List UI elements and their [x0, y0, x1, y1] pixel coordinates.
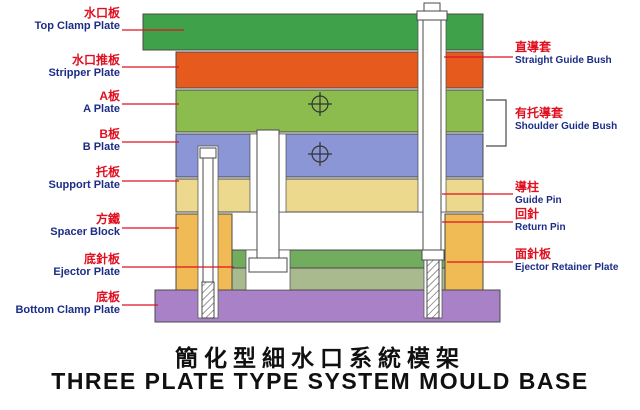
- label-en: Bottom Clamp Plate: [15, 304, 120, 316]
- label-en: Spacer Block: [50, 226, 120, 238]
- label-zh: A板: [99, 89, 120, 103]
- label-spacer-block: 方鐵 Spacer Block: [0, 212, 120, 239]
- support-pillar-shaft: [256, 129, 280, 261]
- label-b-plate: B板 B Plate: [0, 127, 120, 154]
- crosshair-symbols: [308, 92, 332, 166]
- leader-lines: [122, 29, 513, 306]
- pins-group: [199, 2, 448, 319]
- title-english: THREE PLATE TYPE SYSTEM MOULD BASE: [51, 368, 589, 394]
- label-zh: 底針板: [83, 252, 120, 266]
- label-en: Return Pin: [515, 222, 566, 233]
- label-en: Shoulder Guide Bush: [515, 121, 618, 132]
- label-ejector-plate: 底針板 Ejector Plate: [0, 252, 120, 279]
- label-straight-guide-bush: 直導套 Straight Guide Bush: [515, 40, 640, 67]
- label-zh: 回針: [515, 207, 540, 221]
- label-zh: B板: [99, 127, 120, 141]
- plates-group: [142, 13, 501, 323]
- label-en: Ejector Plate: [53, 266, 120, 278]
- label-en: Ejector Retainer Plate: [515, 262, 619, 273]
- label-support-plate: 托板 Support Plate: [0, 165, 120, 192]
- label-zh: 水口板: [83, 6, 120, 20]
- label-stripper-plate: 水口推板 Stripper Plate: [0, 53, 120, 80]
- guide-pin-shaft: [422, 19, 442, 253]
- label-a-plate: A板 A Plate: [0, 89, 120, 116]
- label-zh: 底板: [95, 290, 120, 304]
- left-pin-thread: [201, 281, 215, 319]
- label-en: B Plate: [82, 141, 120, 153]
- label-top-clamp-plate: 水口板 Top Clamp Plate: [0, 6, 120, 33]
- shoulder-bush-bracket: [486, 99, 507, 147]
- label-bottom-clamp-plate: 底板 Bottom Clamp Plate: [0, 290, 120, 317]
- label-shoulder-guide-bush: 有托導套 Shoulder Guide Bush: [515, 106, 640, 133]
- return-pin-head: [421, 249, 445, 261]
- support-pillar-flange: [248, 257, 288, 273]
- spacer-block-right-shape: [444, 213, 484, 291]
- label-zh: 托板: [95, 165, 120, 179]
- guide-pin-head: [416, 10, 448, 21]
- return-pin-thread: [426, 259, 440, 319]
- label-en: Top Clamp Plate: [34, 20, 120, 32]
- label-en: Straight Guide Bush: [515, 55, 612, 66]
- label-en: Stripper Plate: [48, 67, 120, 79]
- label-zh: 面針板: [515, 247, 552, 261]
- label-en: Guide Pin: [515, 195, 562, 206]
- label-zh: 水口推板: [71, 53, 120, 67]
- label-zh: 導柱: [515, 180, 540, 194]
- title-chinese: 簡化型細水口系統模架: [175, 345, 465, 371]
- left-pin-shaft: [202, 157, 214, 283]
- label-guide-pin: 導柱 Guide Pin: [515, 180, 640, 207]
- left-pin-head: [199, 147, 217, 159]
- label-zh: 方鐵: [95, 212, 120, 226]
- label-zh: 直導套: [515, 40, 552, 54]
- label-zh: 有托導套: [515, 106, 564, 120]
- label-en: A Plate: [83, 103, 120, 115]
- label-en: Support Plate: [48, 179, 120, 191]
- label-return-pin: 回針 Return Pin: [515, 207, 640, 234]
- label-ejector-retainer-plate: 面針板 Ejector Retainer Plate: [515, 247, 640, 274]
